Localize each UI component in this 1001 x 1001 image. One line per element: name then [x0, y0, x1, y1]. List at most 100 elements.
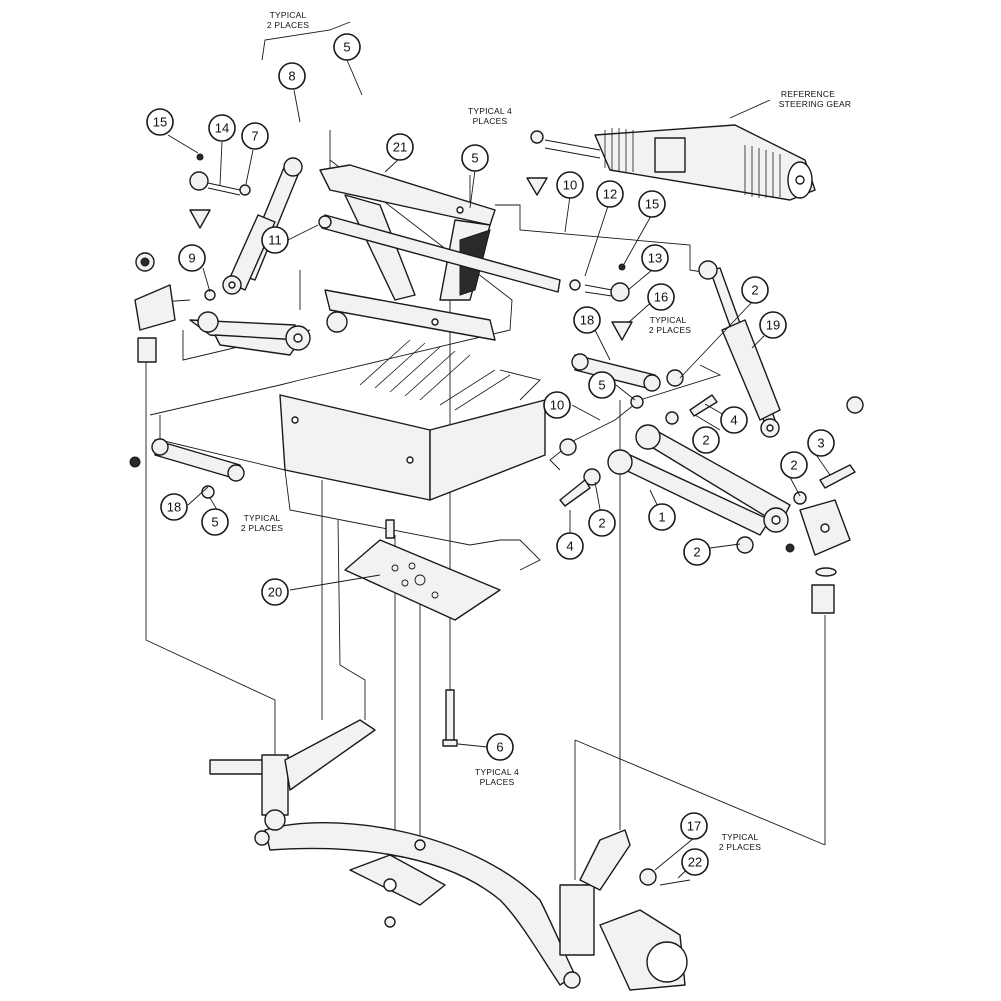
- svg-text:PLACES: PLACES: [480, 777, 515, 787]
- svg-text:15: 15: [645, 197, 659, 212]
- callout-18: 18: [160, 493, 188, 521]
- tie-rod: [318, 214, 561, 293]
- svg-text:11: 11: [268, 233, 282, 248]
- svg-text:10: 10: [550, 398, 564, 413]
- svg-text:8: 8: [288, 69, 295, 84]
- svg-text:TYPICAL: TYPICAL: [722, 832, 759, 842]
- svg-text:2: 2: [751, 283, 758, 298]
- svg-text:2 PLACES: 2 PLACES: [241, 523, 283, 533]
- left-upper-a-arm: [134, 252, 348, 363]
- callout-5: 5: [201, 508, 229, 536]
- callout-4: 4: [720, 406, 748, 434]
- callout-2: 2: [780, 451, 808, 479]
- svg-text:2 PLACES: 2 PLACES: [267, 20, 309, 30]
- svg-text:TYPICAL: TYPICAL: [650, 315, 687, 325]
- left-spindle: [209, 719, 376, 846]
- callout-2: 2: [683, 538, 711, 566]
- svg-text:STEERING GEAR: STEERING GEAR: [779, 99, 852, 109]
- note-typical-2-places-top: TYPICAL 2 PLACES: [261, 10, 351, 61]
- svg-text:TYPICAL: TYPICAL: [244, 513, 281, 523]
- svg-text:2: 2: [598, 516, 605, 531]
- callout-1: 1: [648, 503, 676, 531]
- steering-gear: [526, 99, 816, 201]
- callout-13: 13: [641, 244, 669, 272]
- svg-text:TYPICAL: TYPICAL: [270, 10, 307, 20]
- callout-15: 15: [146, 108, 174, 136]
- svg-text:5: 5: [598, 378, 605, 393]
- callout-2: 2: [741, 276, 769, 304]
- callout-16: 16: [647, 283, 675, 311]
- svg-text:3: 3: [817, 436, 824, 451]
- callout-8: 8: [278, 62, 306, 90]
- callout-11: 11: [261, 226, 289, 254]
- callout-17: 17: [680, 812, 708, 840]
- spacers-bushings: [559, 394, 856, 507]
- svg-text:4: 4: [566, 539, 573, 554]
- callout-4: 4: [556, 532, 584, 560]
- svg-text:5: 5: [211, 515, 218, 530]
- svg-text:2 PLACES: 2 PLACES: [719, 842, 761, 852]
- svg-text:18: 18: [167, 500, 181, 515]
- callout-10: 10: [556, 171, 584, 199]
- right-spindle-hub: [559, 829, 691, 991]
- svg-text:15: 15: [153, 115, 167, 130]
- callout-19: 19: [759, 311, 787, 339]
- cross-member-bracket: [319, 164, 496, 341]
- callout-6: 6: [486, 733, 514, 761]
- callout-12: 12: [596, 180, 624, 208]
- svg-text:1: 1: [658, 510, 665, 525]
- svg-text:2 PLACES: 2 PLACES: [649, 325, 691, 335]
- callout-3: 3: [807, 429, 835, 457]
- svg-text:PLACES: PLACES: [473, 116, 508, 126]
- callout-22: 22: [681, 848, 709, 876]
- svg-text:2: 2: [790, 458, 797, 473]
- callout-7: 7: [241, 122, 269, 150]
- long-bolt: [442, 689, 458, 747]
- svg-text:18: 18: [580, 313, 594, 328]
- callout-10: 10: [543, 391, 571, 419]
- svg-text:20: 20: [268, 585, 282, 600]
- svg-text:6: 6: [496, 740, 503, 755]
- skid-plate: [344, 519, 501, 621]
- svg-text:9: 9: [188, 251, 195, 266]
- callout-21: 21: [386, 133, 414, 161]
- callout-5: 5: [333, 33, 361, 61]
- callout-18: 18: [573, 306, 601, 334]
- svg-text:22: 22: [688, 855, 702, 870]
- callout-9: 9: [178, 244, 206, 272]
- callout-2: 2: [692, 426, 720, 454]
- tie-rod-end-right: [569, 263, 633, 341]
- left-strap-link: [129, 438, 245, 499]
- right-lower-a-arm: [559, 396, 864, 614]
- svg-text:4: 4: [730, 413, 737, 428]
- svg-text:TYPICAL 4: TYPICAL 4: [475, 767, 519, 777]
- svg-text:5: 5: [471, 151, 478, 166]
- svg-text:7: 7: [251, 129, 258, 144]
- svg-text:REFERENCE: REFERENCE: [781, 89, 835, 99]
- callout-2: 2: [588, 509, 616, 537]
- svg-text:21: 21: [393, 140, 407, 155]
- left-chassis-box: [279, 339, 546, 501]
- damper-right: [698, 260, 781, 438]
- callout-5: 5: [461, 144, 489, 172]
- svg-text:2: 2: [693, 545, 700, 560]
- tie-rod-end-left: [189, 153, 251, 229]
- svg-text:2: 2: [702, 433, 709, 448]
- callout-15: 15: [638, 190, 666, 218]
- svg-text:16: 16: [654, 290, 668, 305]
- note-typical-2-places-mid: TYPICAL 2 PLACES: [649, 315, 691, 335]
- damper-left: [222, 157, 303, 295]
- svg-text:17: 17: [687, 819, 701, 834]
- svg-text:10: 10: [563, 178, 577, 193]
- callout-14: 14: [208, 114, 236, 142]
- svg-text:5: 5: [343, 40, 350, 55]
- callout-5: 5: [588, 371, 616, 399]
- note-typical-2-places-left: TYPICAL 2 PLACES: [241, 513, 283, 533]
- svg-text:13: 13: [648, 251, 662, 266]
- svg-text:19: 19: [766, 318, 780, 333]
- svg-text:12: 12: [603, 187, 617, 202]
- right-strap-link: [571, 353, 684, 409]
- note-typical-4-places-bottom: TYPICAL 4 PLACES: [475, 767, 519, 787]
- svg-text:14: 14: [215, 121, 229, 136]
